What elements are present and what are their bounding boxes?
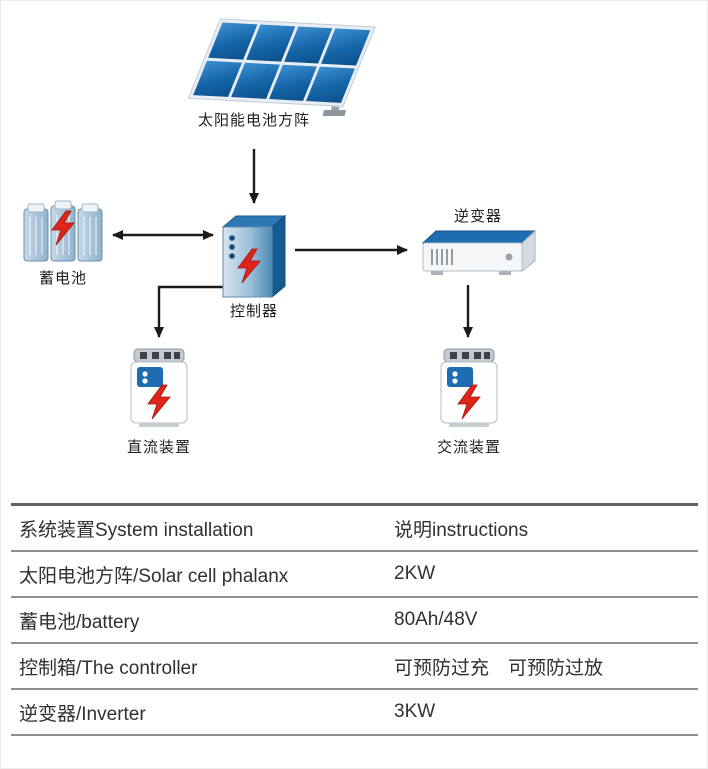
header-description: 说明instructions [394,519,529,541]
flow-arrows [112,149,473,338]
battery-icon [21,197,105,272]
system-diagram: 太阳能电池方阵 [1,1,707,481]
description-cell: 2KW [394,563,436,584]
table-row: 逆变器/Inverter 3KW [11,690,698,736]
device-cell: 控制箱/The controller [19,657,198,679]
device-cell: 逆变器/Inverter [19,703,146,725]
vent-lines-icon [431,249,453,265]
spec-table: 系统装置System installation 说明instructions 太… [11,503,698,736]
solar-array-label: 太阳能电池方阵 [197,112,310,129]
description-cell: 3KW [394,701,436,722]
ac-device-label: 交流装置 [436,439,501,456]
description-cell: 可预防过充 可预防过放 [394,657,604,679]
battery-label: 蓄电池 [38,270,87,287]
lightning-icon [147,384,171,420]
device-cell: 太阳电池方阵/Solar cell phalanx [19,565,289,587]
dc-device-icon [127,347,191,436]
inverter-label: 逆变器 [453,208,502,225]
inverter-icon [419,227,537,286]
ac-device-icon [437,347,501,436]
table-row: 控制箱/The controller 可预防过充 可预防过放 [11,644,698,690]
lightning-icon [457,384,481,420]
dc-device-label: 直流装置 [126,439,191,456]
lightning-icon [237,248,261,284]
table-header-row: 系统装置System installation 说明instructions [11,506,698,552]
table-row: 太阳电池方阵/Solar cell phalanx 2KW [11,552,698,598]
solar-panel-icon [187,17,376,119]
lightning-icon [51,210,75,246]
description-cell: 80Ah/48V [394,609,478,630]
controller-icon [221,211,287,304]
knob-icon [505,253,513,261]
arrow-controller-to-dc-device [154,285,227,338]
table-row: 蓄电池/battery 80Ah/48V [11,598,698,644]
header-device: 系统装置System installation [19,519,254,541]
solar-panel-cells [187,18,376,107]
controller-label: 控制器 [229,303,278,320]
device-cell: 蓄电池/battery [19,611,140,633]
